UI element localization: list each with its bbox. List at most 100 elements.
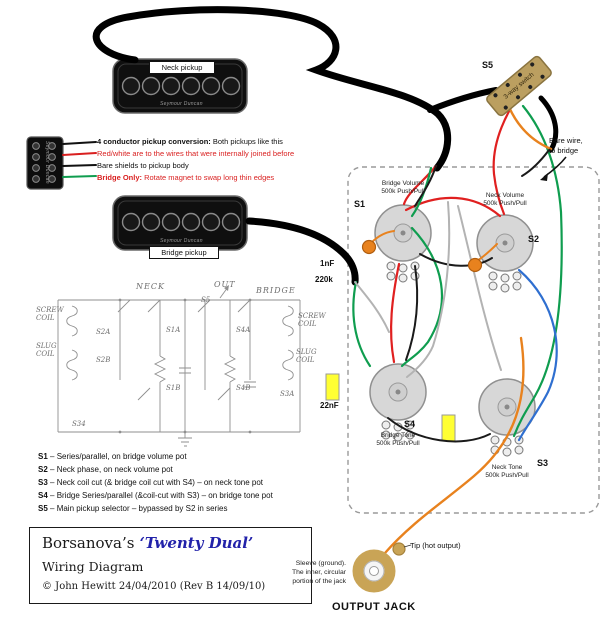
side-pickup-brand: Seymour Duncan bbox=[44, 141, 50, 184]
diagram-subtitle: Wiring Diagram bbox=[42, 559, 144, 574]
red-wire-4 bbox=[390, 262, 401, 364]
s5-text: – Main pickup selector – bypassed by S2 … bbox=[47, 504, 228, 513]
cable-from-selector bbox=[538, 95, 559, 153]
bridge-tone-pot-label: Bridge Tone 500k Push/Pull bbox=[358, 432, 438, 448]
sketch-s34-label: S34 bbox=[72, 420, 86, 428]
bridge-tone-name: Bridge Tone bbox=[380, 432, 416, 439]
sketch-s1a-label: S1A bbox=[166, 326, 181, 334]
neck-volume-value: 500k Push/Pull bbox=[483, 200, 527, 207]
capacitor-orange-2 bbox=[467, 257, 483, 273]
sketch-s3a-label: S3A bbox=[280, 390, 295, 398]
bare-wire-3 bbox=[354, 281, 390, 333]
pot-neck-volume bbox=[476, 214, 534, 293]
legend-wire-stubs bbox=[62, 141, 97, 178]
s3-text: – Neck coil cut (& bridge coil cut with … bbox=[47, 478, 264, 487]
sketch-out-label: OUT bbox=[214, 280, 236, 289]
bridge-volume-pot-label: Bridge Volume 500k Push/Pull bbox=[363, 180, 443, 196]
sketch-s2b-label: S2B bbox=[96, 356, 111, 364]
bare-wire-2 bbox=[457, 205, 502, 371]
capacitor-22nF bbox=[325, 373, 340, 401]
legend-line-2: Red/white are to the wires that were int… bbox=[97, 149, 295, 158]
neck-pickup-cable bbox=[92, 6, 452, 172]
s1-tag: S1 bbox=[38, 452, 48, 461]
s4-tag: S4 bbox=[38, 491, 48, 500]
s2-text: – Neck phase, on neck volume pot bbox=[47, 465, 173, 474]
hookup-wires bbox=[352, 104, 563, 555]
jack-sleeve-line3: portion of the jack bbox=[292, 578, 346, 585]
bare-wire-note-line1: Bare wire, bbox=[549, 136, 583, 145]
red-wire-2 bbox=[404, 196, 502, 218]
bare-wire-arrow bbox=[540, 156, 567, 181]
sketch-s2a-label: S2A bbox=[96, 328, 111, 336]
s1-text: – Series/parallel, on bridge volume pot bbox=[47, 452, 187, 461]
neck-pickup-brand: Seymour Duncan bbox=[160, 101, 203, 107]
pot-tag-s3: S3 bbox=[537, 458, 549, 468]
green-wire-4 bbox=[352, 280, 372, 368]
side-pickup-drawing bbox=[26, 136, 64, 190]
hand-sketch bbox=[57, 285, 301, 447]
neck-tone-value: 500k Push/Pull bbox=[485, 472, 529, 479]
title-box: Borsanova’s ‘Twenty Dual’ Wiring Diagram… bbox=[29, 527, 312, 604]
sketch-s1b-label: S1B bbox=[166, 384, 181, 392]
green-wire-1 bbox=[410, 166, 433, 218]
res-220k-label: 220k bbox=[315, 275, 333, 284]
switch-list-item-s2: S2 – Neck phase, on neck volume pot bbox=[38, 465, 173, 474]
cable-to-selector bbox=[427, 87, 499, 113]
bridge-pickup-cable bbox=[245, 217, 359, 286]
bridge-volume-name: Bridge Volume bbox=[381, 180, 425, 187]
switch-list-item-s1: S1 – Series/parallel, on bridge volume p… bbox=[38, 452, 187, 461]
jack-sleeve-line2: The inner, circular bbox=[291, 569, 346, 576]
bare-wire-note: Bare wire, to bridge bbox=[549, 136, 583, 156]
owner-name: Borsanova’s bbox=[42, 534, 135, 552]
red-wire-3 bbox=[492, 104, 514, 216]
s2-tag: S2 bbox=[38, 465, 48, 474]
neck-volume-name: Neck Volume bbox=[485, 192, 525, 199]
switch-list-item-s3: S3 – Neck coil cut (& bridge coil cut wi… bbox=[38, 478, 263, 487]
bridge-tone-value: 500k Push/Pull bbox=[376, 440, 420, 447]
s5-tag: S5 bbox=[38, 504, 48, 513]
diagram-owner: Borsanova’s ‘Twenty Dual’ bbox=[42, 534, 253, 552]
sketch-s5-label: S5 bbox=[201, 296, 211, 304]
output-jack-drawing bbox=[352, 542, 412, 593]
blue-wire-1 bbox=[517, 268, 558, 442]
diagram-credit: © John Hewitt 24/04/2010 (Rev B 14/09/10… bbox=[42, 581, 266, 592]
sketch-s4b-label: S4B bbox=[236, 384, 251, 392]
red-wire-1 bbox=[402, 164, 438, 206]
legend-line-3: Bare shields to pickup body bbox=[97, 161, 189, 170]
neck-volume-pot-label: Neck Volume 500k Push/Pull bbox=[465, 192, 545, 208]
selector-tag-s5: S5 bbox=[482, 60, 494, 70]
sketch-screw-coil-left: SCREW COIL bbox=[36, 306, 64, 322]
bare-wire-1 bbox=[406, 201, 451, 378]
black-wire-2 bbox=[387, 417, 491, 443]
bridge-volume-value: 500k Push/Pull bbox=[381, 188, 425, 195]
pot-bridge-tone bbox=[369, 363, 427, 442]
black-wire-5 bbox=[405, 265, 419, 361]
jack-tip-label: Tip (hot output) bbox=[410, 541, 461, 550]
orange-wire-jack bbox=[383, 336, 525, 555]
neck-tone-name: Neck Tone bbox=[491, 464, 523, 471]
output-jack-title: OUTPUT JACK bbox=[332, 601, 416, 613]
pot-tag-s4: S4 bbox=[404, 419, 416, 429]
neck-pickup-label: Neck pickup bbox=[149, 61, 215, 74]
jack-sleeve-line1: Sleeve (ground). bbox=[295, 560, 346, 567]
pot-neck-tone bbox=[478, 378, 536, 457]
sketch-slug-coil-left: SLUG COIL bbox=[36, 342, 57, 358]
legend-line-1: 4 conductor pickup conversion: Both pick… bbox=[97, 137, 283, 146]
legend-line-4-rest: Rotate magnet to swap long thin edges bbox=[142, 173, 275, 182]
yellow-capacitors bbox=[325, 373, 456, 442]
jack-tip-contact bbox=[392, 542, 406, 556]
orange-capacitors bbox=[361, 239, 483, 273]
switch-list-item-s4: S4 – Bridge Series/parallel (&coil-cut w… bbox=[38, 491, 273, 500]
legend-line-1-bold: 4 conductor pickup conversion: bbox=[97, 137, 211, 146]
control-cavity-dashed-border bbox=[347, 166, 600, 514]
cap-1nF-label: 1nF bbox=[320, 259, 335, 268]
sketch-s4a-label: S4A bbox=[236, 326, 251, 334]
black-wire-1 bbox=[419, 253, 493, 267]
orange-wire-selector bbox=[507, 105, 553, 151]
selector-switch-drawing bbox=[486, 55, 552, 117]
s3-tag: S3 bbox=[38, 478, 48, 487]
sketch-screw-coil-right: SCREW COIL bbox=[298, 312, 326, 328]
pot-bridge-volume bbox=[374, 204, 432, 283]
sketch-neck-label: NECK bbox=[136, 282, 165, 291]
